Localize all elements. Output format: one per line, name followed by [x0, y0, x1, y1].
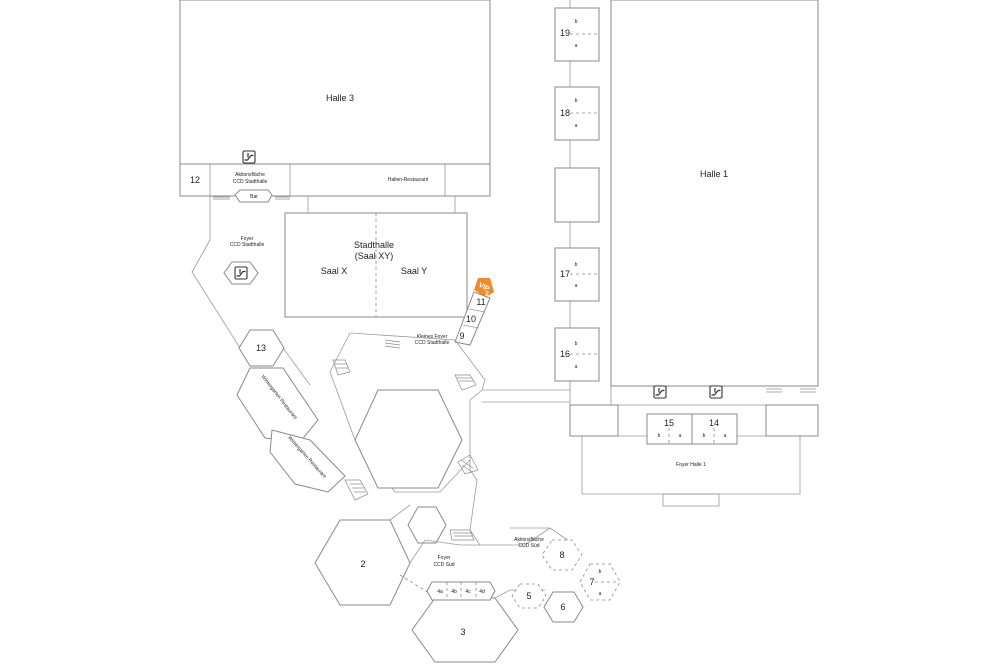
stairs-halle1 — [766, 388, 816, 393]
aktionsflaeche-sued-label: Aktionsfläche — [514, 537, 544, 543]
stairs-central-3 — [449, 529, 475, 541]
room-17: b 17 a — [554, 247, 600, 302]
room-5-label: 5 — [526, 591, 531, 601]
room-19-label: 19 — [560, 28, 570, 38]
vip-room: VIP 2 — [474, 278, 494, 298]
escalator-halle3 — [242, 150, 256, 164]
room-9-label: 9 — [459, 331, 464, 341]
room-14a-label: a — [724, 433, 727, 439]
stairs-wintergarten — [344, 479, 369, 501]
room-7a-label: a — [599, 591, 602, 597]
room-7: b 7 a — [579, 563, 621, 601]
aktionsflaeche-stadthalle-label: Aktionsfläche — [235, 172, 265, 178]
central-foyer — [329, 332, 573, 546]
room-11-label: 11 — [476, 297, 485, 307]
escalator-halle1-a — [653, 385, 667, 399]
room-18: b 18 a — [554, 86, 600, 141]
room-14b-label: b — [703, 433, 706, 439]
room-15b-label: b — [658, 433, 661, 439]
room-14-label: 14 — [709, 418, 719, 428]
room-18a-label: a — [575, 123, 578, 129]
room-2-label: 2 — [360, 559, 365, 569]
room-16b-label: b — [575, 341, 578, 347]
room-3-label: 3 — [460, 627, 465, 637]
wintergarten-restaurant: Wintergarten Restaurant Wintergarten Res… — [236, 367, 369, 501]
kleines-foyer-label-2: CCD Stadthalle — [415, 340, 450, 346]
room-16-label: 16 — [560, 349, 570, 359]
aktionsflaeche-sued-label-2: CCD Süd — [518, 543, 539, 549]
room-10-label: 10 — [466, 314, 476, 324]
foyer-halle-1: Foyer Halle 1 — [569, 404, 819, 507]
rooms-4: 4a 4b 4c 4d — [426, 581, 496, 601]
escalator-foyer-stadthalle — [234, 266, 248, 280]
foyer-halle-1-label: Foyer Halle 1 — [676, 462, 706, 468]
room-4b-label: 4b — [451, 589, 457, 595]
room-4c-label: 4c — [465, 589, 471, 595]
room-17a-label: a — [575, 283, 578, 289]
stadthalle-label: Stadthalle — [354, 240, 394, 250]
room-16a-label: a — [575, 364, 578, 370]
foyer-sued-label: Foyer — [438, 555, 451, 561]
vip-marker — [474, 278, 494, 297]
stairs-central-2 — [457, 454, 479, 475]
room-15: 15 b a — [646, 413, 693, 445]
kleines-foyer-label: Kleines Foyer — [417, 334, 448, 340]
room-7b-label: b — [599, 569, 602, 575]
room-14: 14 b a — [691, 413, 738, 445]
room-6-label: 6 — [560, 602, 565, 612]
saal-x-label: Saal X — [321, 266, 348, 276]
vip-label: VIP — [477, 282, 491, 294]
room-18b-label: b — [575, 98, 578, 104]
stairs-central-1 — [454, 374, 477, 391]
hallen-restaurant-label: Hallen-Restaurant — [388, 177, 429, 183]
halle-1: Halle 1 — [569, 0, 819, 405]
bar: Bar — [213, 189, 290, 203]
room-13: 13 — [238, 329, 285, 367]
room-16: b 16 a — [554, 327, 600, 382]
room-13-label: 13 — [256, 343, 266, 353]
halle-1-label: Halle 1 — [700, 169, 728, 179]
escalator-halle1-b — [709, 385, 723, 399]
aktionsflaeche-sued: Aktionsfläche CCD Süd — [510, 527, 550, 549]
saal-y-label: Saal Y — [401, 266, 427, 276]
stairs-central-4 — [332, 359, 351, 376]
foyer-stadthalle-label-2: CCD Stadthalle — [230, 242, 265, 248]
room-12-label: 12 — [190, 175, 200, 185]
room-19: b 19 a — [554, 7, 600, 62]
bar-label: Bar — [250, 194, 258, 200]
room-4a-label: 4a — [437, 589, 443, 595]
halle-3: Halle 3 — [179, 0, 491, 165]
vip-label-2: 2 — [485, 291, 489, 298]
foyer-sued-label-2: CCD Süd — [433, 562, 454, 568]
room-15a-label: a — [679, 433, 682, 439]
aktionsflaeche-stadthalle-label-2: CCD Stadthalle — [233, 179, 268, 185]
room-2: 2 — [314, 519, 411, 606]
room-8-label: 8 — [559, 550, 564, 560]
room-17-label: 17 — [560, 269, 570, 279]
room-service — [554, 167, 600, 223]
room-19b-label: b — [575, 19, 578, 25]
room-17b-label: b — [575, 262, 578, 268]
room-15-label: 15 — [664, 418, 674, 428]
stadthalle: Stadthalle (Saal XY) Saal X Saal Y — [284, 196, 468, 318]
foyer-sued: Foyer CCD Süd — [389, 504, 545, 599]
halle-3-service-band: 12 Aktionsfläche CCD Stadthalle Hallen-R… — [179, 163, 491, 197]
rooms-9-11: 11 10 9 — [454, 291, 491, 346]
stadthalle-label-2: (Saal XY) — [355, 251, 394, 261]
room-19a-label: a — [575, 43, 578, 49]
room-18-label: 18 — [560, 108, 570, 118]
room-6: 6 — [543, 591, 584, 623]
room-4d-label: 4d — [479, 589, 485, 595]
room-7-label: 7 — [589, 577, 594, 587]
foyer-stadthalle-label: Foyer — [241, 236, 254, 242]
connector-halle1 — [482, 389, 570, 403]
room-5: 5 — [511, 583, 547, 609]
room-8: 8 — [541, 539, 583, 571]
room-3: 3 — [411, 597, 519, 663]
halle-3-label: Halle 3 — [326, 93, 354, 103]
